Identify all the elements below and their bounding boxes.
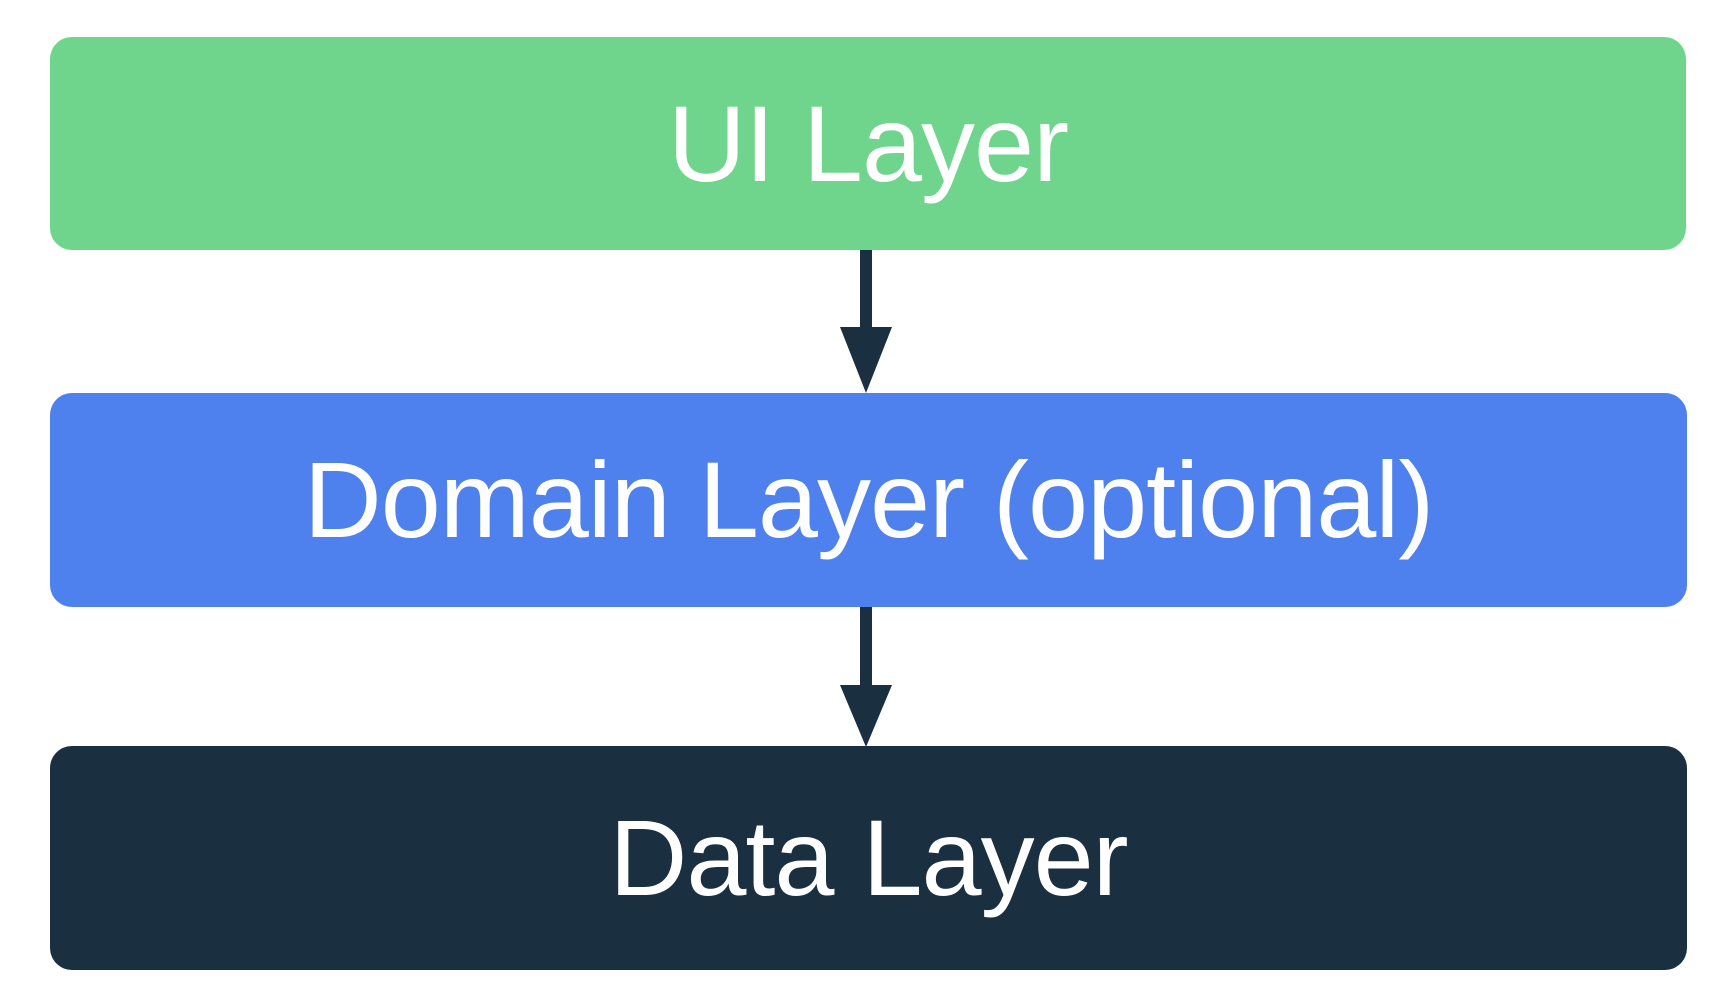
domain-layer-box[interactable]: Domain Layer (optional) [50, 393, 1687, 607]
ui-layer-label: UI Layer [667, 82, 1069, 204]
data-layer-label: Data Layer [609, 797, 1128, 918]
data-layer-box[interactable]: Data Layer [50, 746, 1687, 970]
domain-layer-label: Domain Layer (optional) [303, 439, 1435, 560]
ui-layer-box[interactable]: UI Layer [50, 37, 1686, 250]
